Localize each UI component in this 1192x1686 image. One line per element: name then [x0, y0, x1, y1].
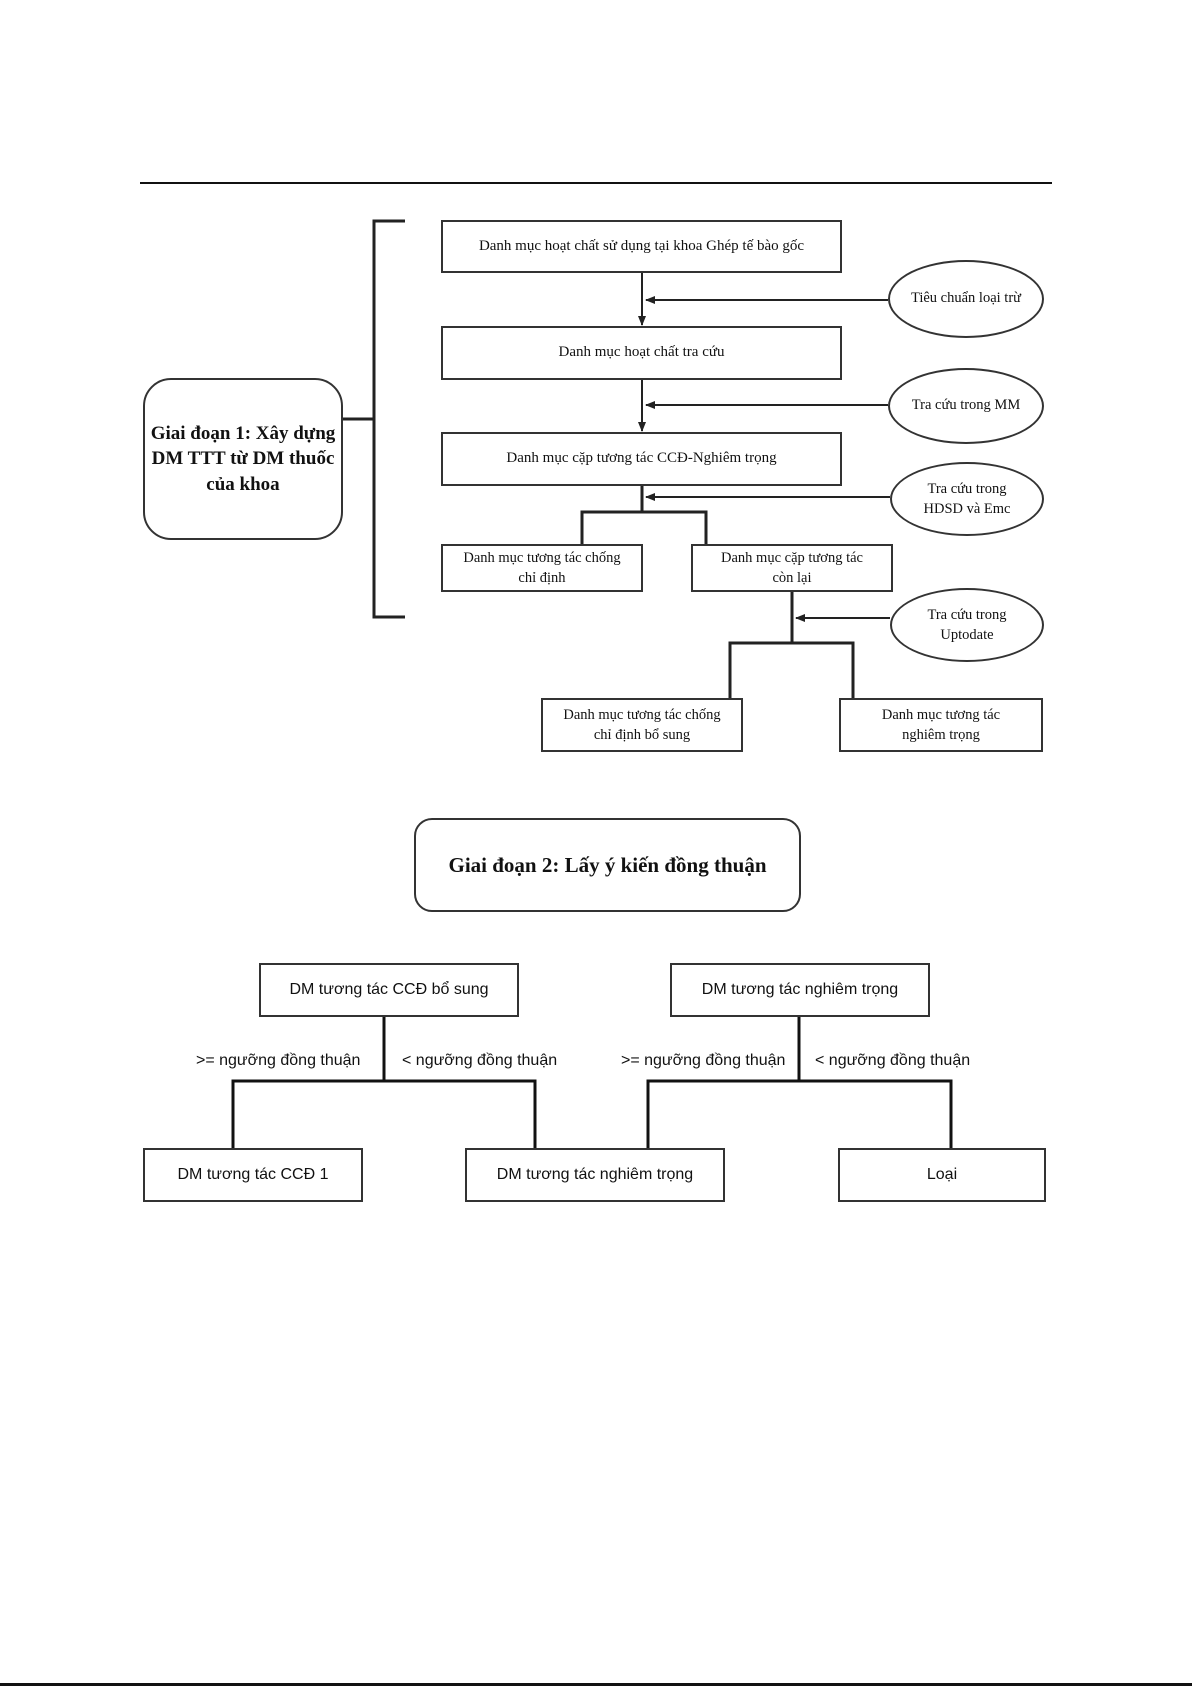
label-lt-threshold-right: < ngưỡng đồng thuận [815, 1052, 971, 1069]
box-department-substances: Danh mục hoạt chất sử dụng tại khoa Ghép… [441, 220, 842, 273]
box-contraindicated-extra: Danh mục tương tác chống chỉ định bổ sun… [541, 698, 743, 752]
split-2-bar [728, 641, 855, 698]
source-exclusion-criteria: Tiêu chuẩn loại trừ [888, 260, 1044, 338]
split-1-bar [580, 510, 708, 544]
box-contraindicated: Danh mục tương tác chống chỉ định [441, 544, 643, 592]
box-contra-extra-line-2: chỉ định bổ sung [593, 727, 691, 743]
source-hdsd-line-1: Tra cứu trong [927, 480, 1007, 497]
stage1-title-line-2: DM TTT từ DM thuốc [151, 448, 335, 470]
source-hdsd-line-2: HDSD và Emc [923, 501, 1011, 517]
s2-left-bar [231, 1079, 537, 1148]
stage2-title: Giai đoạn 2: Lấy ý kiến đồng thuận [414, 818, 801, 912]
box-contra-extra-line-1: Danh mục tương tác chống [563, 706, 721, 723]
box-serious-line-2: nghiêm trọng [902, 727, 980, 743]
stage1-title-line-1: Giai đoạn 1: Xây dựng [150, 422, 336, 444]
footer-rule [0, 1683, 1192, 1686]
label-ge-threshold-right: >= ngưỡng đồng thuận [621, 1052, 786, 1069]
box-contraindicated-line-1: Danh mục tương tác chống [463, 549, 621, 566]
box-interaction-pairs: Danh mục cặp tương tác CCĐ-Nghiêm trọng [441, 432, 842, 486]
box-remaining-line-1: Danh mục cặp tương tác [721, 549, 863, 566]
box-serious-bottom: DM tương tác nghiêm trọng [465, 1148, 725, 1202]
box-remaining-line-2: còn lại [772, 570, 812, 586]
source-uptodate-line-1: Tra cứu trong [927, 606, 1007, 623]
box-lookup-substances: Danh mục hoạt chất tra cứu [441, 326, 842, 380]
box-remaining-pairs: Danh mục cặp tương tác còn lại [691, 544, 893, 592]
source-uptodate-line-2: Uptodate [940, 627, 994, 643]
source-uptodate: Tra cứu trong Uptodate [890, 588, 1044, 662]
label-ge-threshold-left: >= ngưỡng đồng thuận [196, 1052, 361, 1069]
source-hdsd-emc: Tra cứu trong HDSD và Emc [890, 462, 1044, 536]
box-ccd-extra: DM tương tác CCĐ bổ sung [259, 963, 519, 1017]
box-contraindicated-line-2: chỉ định [518, 570, 566, 586]
box-ccd-1: DM tương tác CCĐ 1 [143, 1148, 363, 1202]
label-lt-threshold-left: < ngưỡng đồng thuận [402, 1052, 558, 1069]
box-serious: Danh mục tương tác nghiêm trọng [839, 698, 1043, 752]
stage1-title: Giai đoạn 1: Xây dựng DM TTT từ DM thuốc… [143, 378, 343, 540]
s2-right-bar [646, 1079, 953, 1148]
box-serious-top: DM tương tác nghiêm trọng [670, 963, 930, 1017]
box-excluded: Loại [838, 1148, 1046, 1202]
source-mm: Tra cứu trong MM [888, 368, 1044, 444]
box-serious-line-1: Danh mục tương tác [881, 706, 1001, 723]
stage1-title-line-3: của khoa [206, 473, 280, 495]
stage1-bracket [372, 219, 405, 619]
